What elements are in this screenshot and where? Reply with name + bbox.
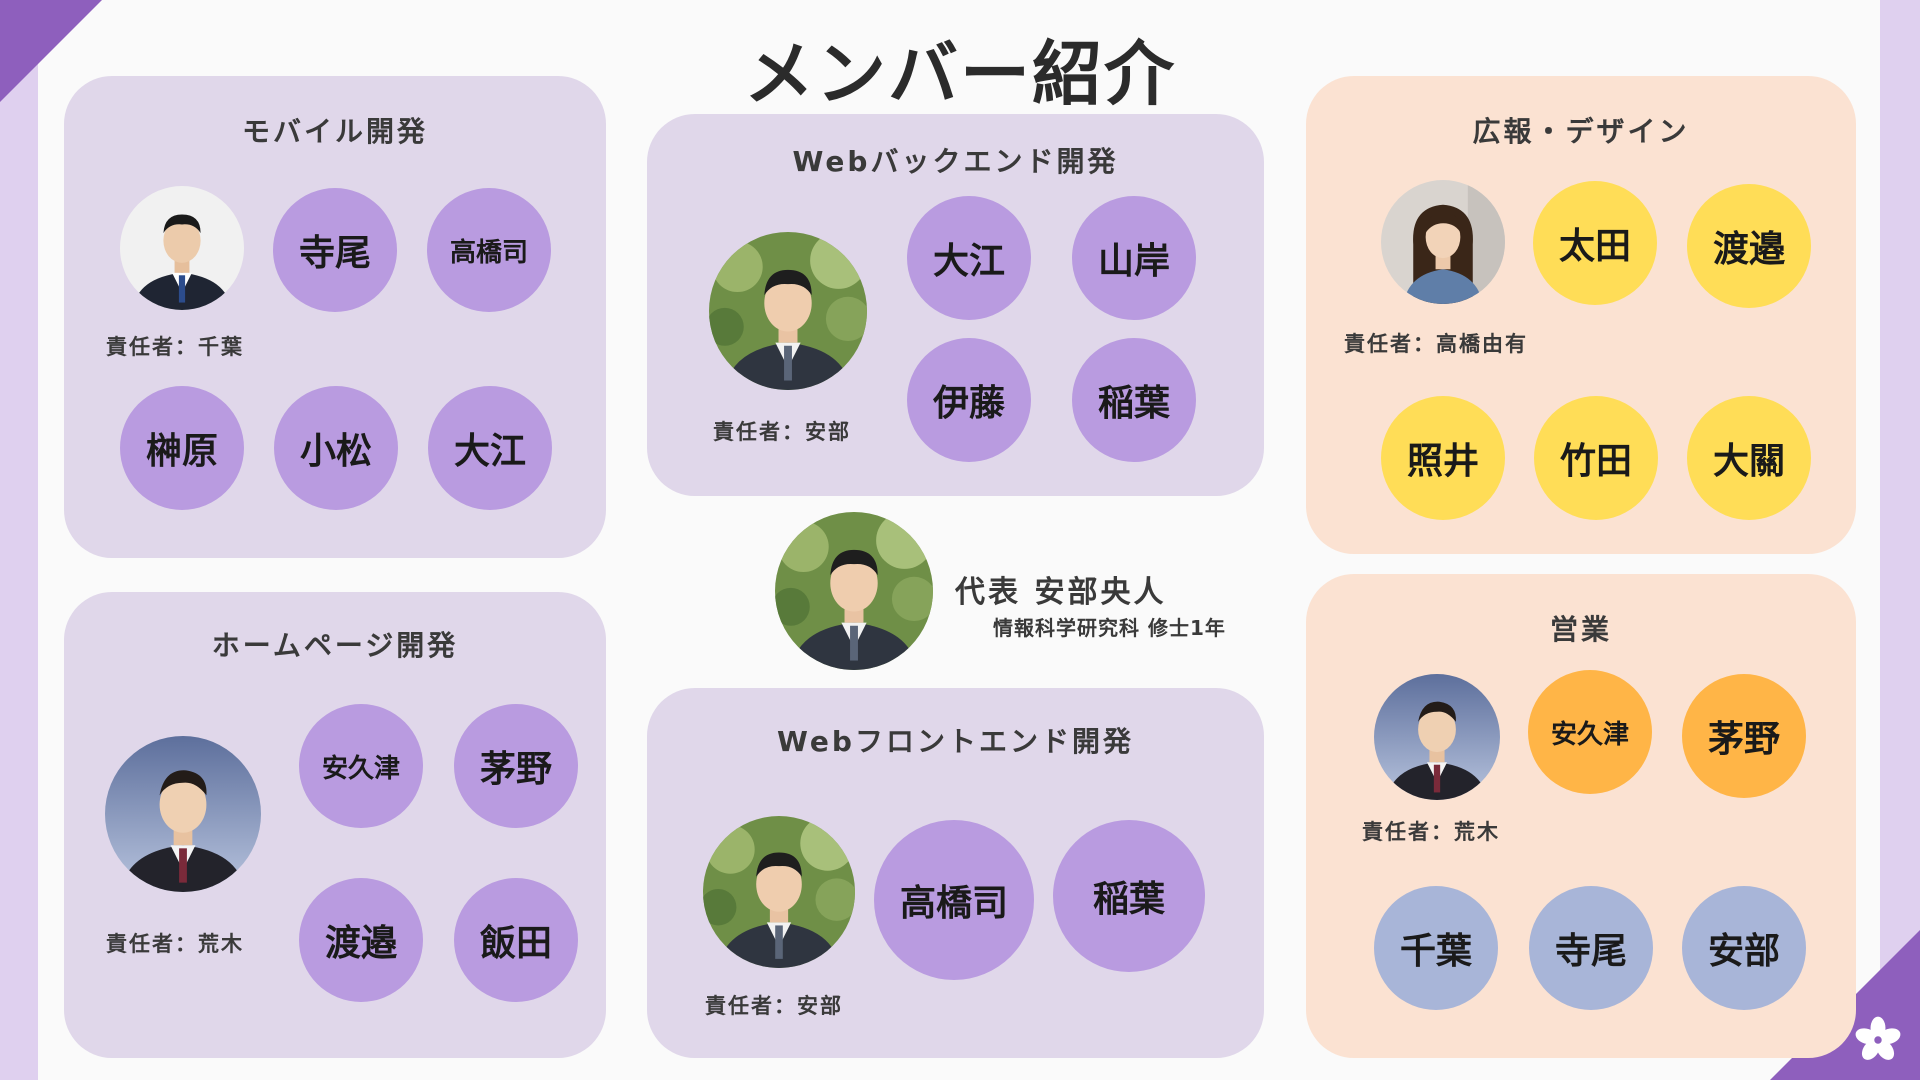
team-panel-pr-design: 広報・デザイン 責任者：高橋由有 太田 渡邉 照井 竹田 大關 <box>1306 76 1856 554</box>
team-lead-mobile: 責任者：千葉 <box>106 335 244 359</box>
representative-name: 代表 安部央人 <box>955 575 1167 610</box>
left-edge-band <box>0 0 38 1080</box>
member-circle: 寺尾 <box>1529 886 1653 1010</box>
team-panel-web-backend: Webバックエンド開発 責任者：安部 大江 山岸 伊藤 稲葉 <box>647 114 1264 496</box>
team-title-mobile: モバイル開発 <box>241 115 428 148</box>
member-circle: 小松 <box>274 386 398 510</box>
member-circle: 寺尾 <box>273 188 397 312</box>
member-circle: 大江 <box>428 386 552 510</box>
member-circle: 安久津 <box>1528 670 1652 794</box>
member-circle: 榊原 <box>120 386 244 510</box>
team-lead-photo-homepage <box>105 736 261 892</box>
member-circle: 大關 <box>1687 396 1811 520</box>
member-circle: 茅野 <box>454 704 578 828</box>
member-circle: 稲葉 <box>1072 338 1196 462</box>
member-circle: 大江 <box>907 196 1031 320</box>
page-title: メンバー紹介 <box>744 33 1176 115</box>
member-circle: 飯田 <box>454 878 578 1002</box>
member-circle: 安久津 <box>299 704 423 828</box>
member-circle: 千葉 <box>1374 886 1498 1010</box>
member-circle: 太田 <box>1533 181 1657 305</box>
member-circle: 安部 <box>1682 886 1806 1010</box>
member-circle: 照井 <box>1381 396 1505 520</box>
member-circle: 高橋司 <box>874 820 1034 980</box>
member-circle: 伊藤 <box>907 338 1031 462</box>
member-circle: 渡邉 <box>1687 184 1811 308</box>
member-circle: 渡邉 <box>299 878 423 1002</box>
right-edge-band <box>1880 0 1920 1080</box>
team-lead-photo-mobile <box>120 186 244 310</box>
team-title-web-backend: Webバックエンド開発 <box>792 145 1119 178</box>
team-title-homepage: ホームページ開発 <box>211 629 459 662</box>
member-circle: 山岸 <box>1072 196 1196 320</box>
team-panel-mobile: モバイル開発 責任者：千葉 寺尾 高橋司 榊原 小松 大江 <box>64 76 606 558</box>
team-lead-web-frontend: 責任者：安部 <box>705 994 843 1018</box>
member-circle: 茅野 <box>1682 674 1806 798</box>
flower-logo-icon <box>1855 1016 1901 1060</box>
team-lead-sales: 責任者：荒木 <box>1362 820 1500 844</box>
team-lead-pr-design: 責任者：高橋由有 <box>1344 332 1528 356</box>
representative-photo <box>775 512 933 670</box>
team-panel-homepage: ホームページ開発 責任者：荒木 安久津 茅野 渡邉 飯田 <box>64 592 606 1058</box>
team-title-sales: 営業 <box>1549 613 1612 646</box>
team-lead-photo-pr-design <box>1381 180 1505 304</box>
member-circle: 稲葉 <box>1053 820 1205 972</box>
member-circle: 竹田 <box>1534 396 1658 520</box>
team-lead-photo-web-backend <box>709 232 867 390</box>
team-title-pr-design: 広報・デザイン <box>1472 115 1690 148</box>
team-lead-web-backend: 責任者：安部 <box>713 420 851 444</box>
representative-affiliation: 情報科学研究科 修士1年 <box>993 616 1226 640</box>
member-circle: 高橋司 <box>427 188 551 312</box>
team-lead-photo-sales <box>1374 674 1500 800</box>
team-lead-photo-web-frontend <box>703 816 855 968</box>
team-title-web-frontend: Webフロントエンド開発 <box>777 725 1134 758</box>
team-lead-homepage: 責任者：荒木 <box>106 932 244 956</box>
team-panel-web-frontend: Webフロントエンド開発 責任者：安部 高橋司 稲葉 <box>647 688 1264 1058</box>
team-panel-sales: 営業 責任者：荒木 安久津 茅野 千葉 寺尾 安部 <box>1306 574 1856 1058</box>
